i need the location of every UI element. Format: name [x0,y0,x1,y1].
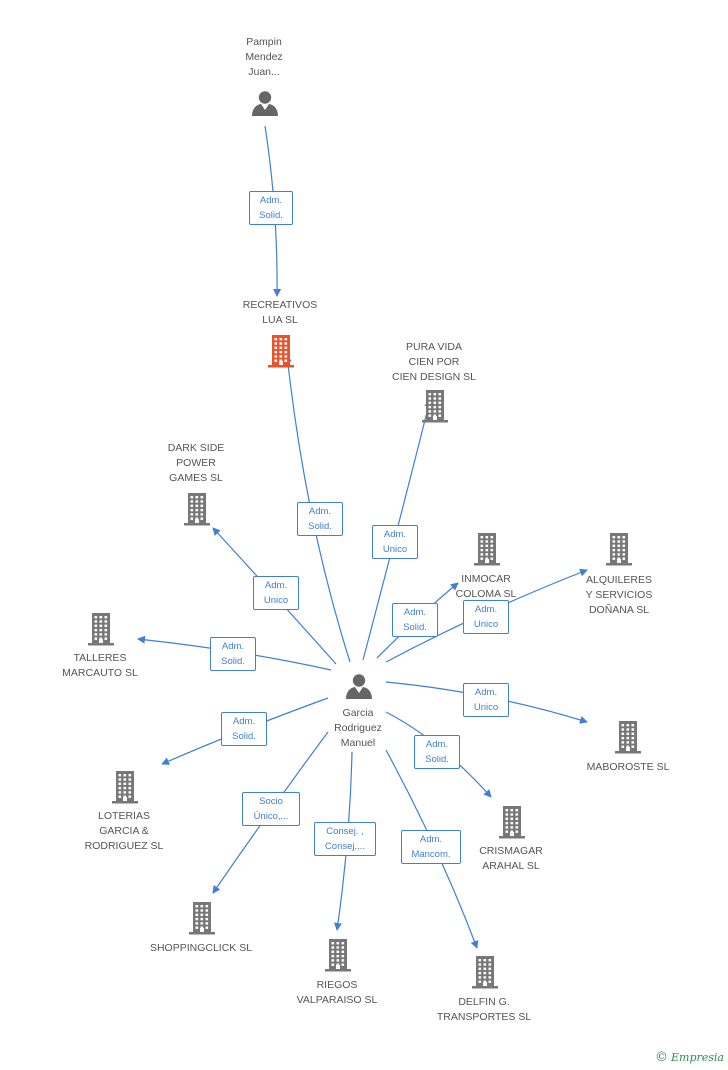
building-icon-crismagar[interactable] [496,805,528,844]
node-label-puravida[interactable]: PURA VIDA CIEN POR CIEN DESIGN SL [391,341,477,383]
node-label-darkside[interactable]: DARK SIDE POWER GAMES SL [167,442,225,484]
building-icon-shoppingclick[interactable] [186,901,218,940]
edge-label-delfin[interactable]: Adm. Mancom. [401,830,461,864]
building-icon-puravida[interactable] [419,389,451,428]
edge-label-recreativos[interactable]: Adm. Solid. [297,502,343,536]
edge-label-maboroste[interactable]: Adm. Unico [463,683,509,717]
edge-label-alquileres[interactable]: Adm. Unico [463,600,509,634]
building-icon-loterias[interactable] [109,770,141,809]
node-label-crismagar[interactable]: CRISMAGAR ARAHAL SL [479,845,543,872]
node-label-talleres[interactable]: TALLERES MARCAUTO SL [62,652,138,679]
node-label-inmocar[interactable]: INMOCAR COLOMA SL [455,573,517,600]
edge-label-puravida[interactable]: Adm. Unico [372,525,418,559]
building-icon-alquileres[interactable] [603,532,635,571]
building-icon-riegos[interactable] [322,938,354,977]
edge-label-shoppingclick[interactable]: Socio Único,... [242,792,300,826]
node-label-maboroste[interactable]: MABOROSTE SL [586,761,670,773]
node-label-delfin[interactable]: DELFIN G. TRANSPORTES SL [436,996,532,1023]
edge-label-riegos[interactable]: Consej. , Consej.... [314,822,376,856]
node-label-shoppingclick[interactable]: SHOPPINGCLICK SL [149,942,253,954]
brand-name: Empresia [671,1051,724,1064]
edge-label-inmocar[interactable]: Adm. Solid. [392,603,438,637]
node-label-pampin[interactable]: Pampin Mendez Juan... [245,36,283,78]
edge-label-darkside[interactable]: Adm. Unico [253,576,299,610]
building-icon-delfin[interactable] [469,955,501,994]
edge-label-crismagar[interactable]: Adm. Solid. [414,735,460,769]
node-label-garcia[interactable]: Garcia Rodriguez Manuel [334,707,382,749]
building-icon-maboroste[interactable] [612,720,644,759]
brand-logo[interactable]: ©Empresia [655,1050,724,1065]
edge-label-talleres[interactable]: Adm. Solid. [210,637,256,671]
edge-label-recreativos[interactable]: Adm. Solid. [249,191,293,225]
building-icon-recreativos[interactable] [265,334,297,373]
building-icon-inmocar[interactable] [471,532,503,571]
copyright-icon: © [655,1050,668,1065]
edge-label-loterias[interactable]: Adm. Solid. [221,712,267,746]
node-label-recreativos[interactable]: RECREATIVOS LUA SL [242,299,318,326]
building-icon-darkside[interactable] [181,492,213,531]
building-icon-talleres[interactable] [85,612,117,651]
person-icon-pampin[interactable] [250,88,280,123]
person-icon-garcia[interactable] [344,671,374,706]
node-label-loterias[interactable]: LOTERIAS GARCIA & RODRIGUEZ SL [84,810,164,852]
node-label-alquileres[interactable]: ALQUILERES Y SERVICIOS DOÑANA SL [585,574,653,616]
node-label-riegos[interactable]: RIEGOS VALPARAISO SL [296,979,378,1006]
